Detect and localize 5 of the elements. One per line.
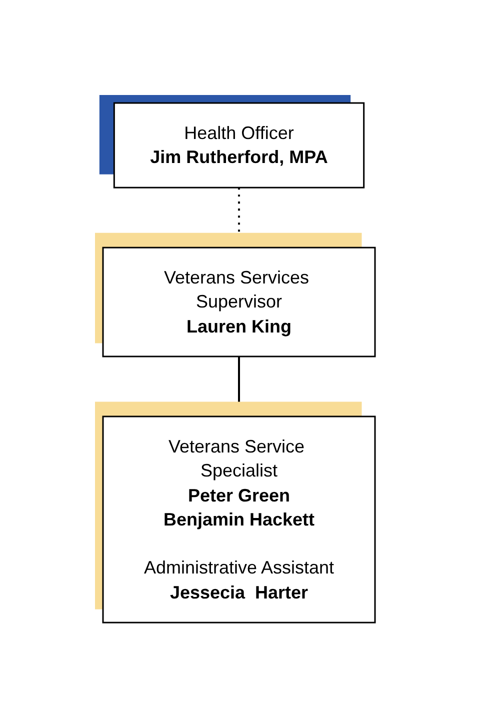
connector: [238, 356, 240, 417]
node-box: Veterans Services Supervisor Lauren King: [102, 247, 376, 358]
connector: [238, 188, 240, 248]
node-box: Veterans Service Specialist Peter Green Benjamin Hackett Administrative Assistant Jessecia Harter: [102, 416, 376, 624]
node-box: Health Officer Jim Rutherford, MPA: [112, 102, 364, 189]
